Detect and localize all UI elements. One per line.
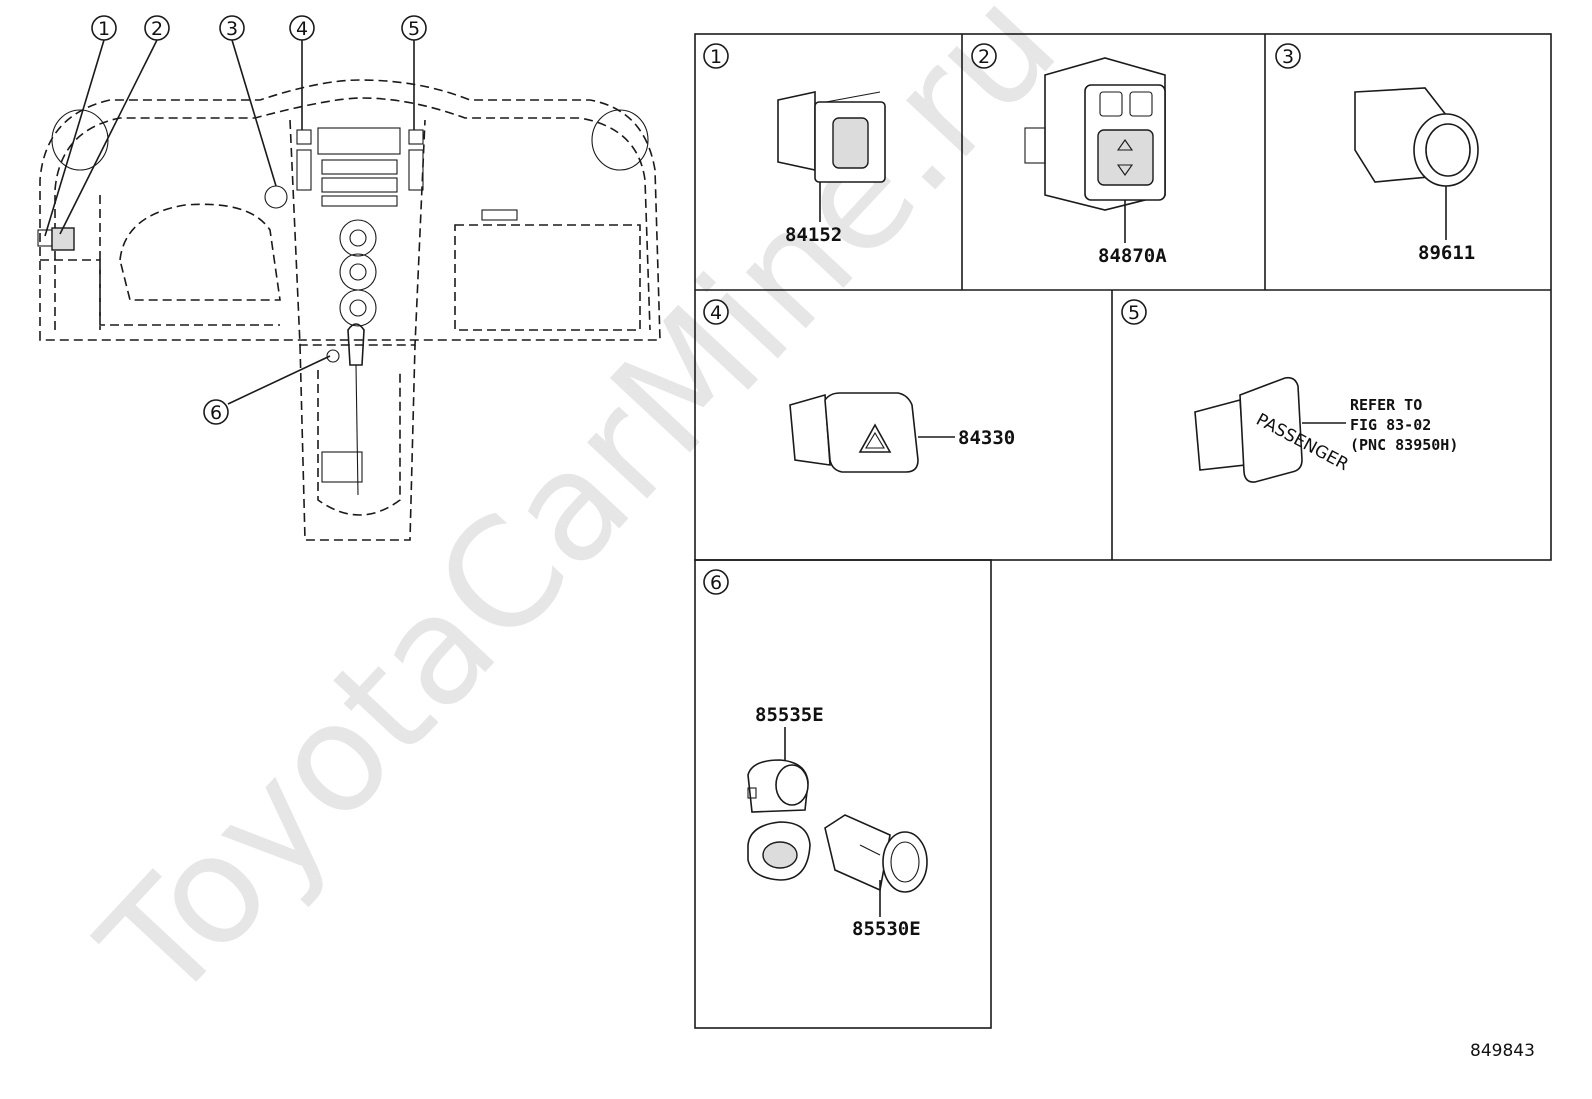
callout-2: 2	[144, 15, 170, 41]
callout-6-label: 6	[210, 402, 222, 424]
callout-6: 6	[203, 399, 229, 425]
panel-5: 5 PASSENGER REFER TO FIG 83-02 (PNC 8395…	[1121, 299, 1458, 483]
panel-2-index: 2	[978, 46, 990, 68]
callout-3: 3	[219, 15, 245, 41]
callout-1: 1	[91, 15, 117, 41]
panel-4: 4 84330	[703, 299, 1015, 473]
socket-cover-part	[747, 759, 811, 881]
panel-3-part-number: 89611	[1418, 242, 1475, 264]
callout-leaders	[44, 39, 415, 405]
panel-6-part-number-top: 85535E	[755, 704, 824, 726]
panel-1: 1 84152	[703, 43, 886, 246]
panel-6-index: 6	[710, 572, 722, 594]
panel-4-part-number: 84330	[958, 427, 1015, 449]
hazard-switch-part	[789, 392, 919, 473]
callout-4: 4	[289, 15, 315, 41]
callout-4-label: 4	[296, 18, 308, 40]
panel-5-ref-line-3: (PNC 83950H)	[1350, 436, 1458, 454]
passenger-airbag-indicator-part: PASSENGER	[1194, 376, 1352, 483]
dashboard-overview	[37, 79, 661, 541]
panel-5-ref-line-1: REFER TO	[1350, 396, 1422, 414]
panel-6-part-number-bottom: 85530E	[852, 918, 921, 940]
panel-3-index: 3	[1282, 46, 1294, 68]
callout-3-label: 3	[226, 18, 238, 40]
panel-grid	[694, 33, 1552, 1029]
mirror-switch-part	[777, 91, 886, 183]
callout-2-label: 2	[151, 18, 163, 40]
figure-code: 849843	[1470, 1041, 1535, 1061]
panel-5-index: 5	[1128, 302, 1140, 324]
panel-3: 3 89611	[1275, 43, 1479, 264]
panel-5-ref-line-2: FIG 83-02	[1350, 416, 1431, 434]
callout-5-label: 5	[408, 18, 420, 40]
panel-1-part-number: 84152	[785, 224, 842, 246]
panel-2: 2 84870A	[971, 43, 1167, 267]
power-outlet-part	[824, 814, 928, 893]
panel-6: 6 85535E 85530E	[703, 569, 928, 940]
panel-4-index: 4	[710, 302, 722, 324]
outer-mirror-switch-part	[1024, 57, 1166, 211]
callout-1-label: 1	[98, 18, 110, 40]
watermark: ToyotaCarMine.ru	[68, 0, 1090, 1035]
panel-1-index: 1	[710, 46, 722, 68]
push-start-switch-part	[1354, 87, 1479, 187]
callout-5: 5	[401, 15, 427, 41]
panel-2-part-number: 84870A	[1098, 245, 1167, 267]
